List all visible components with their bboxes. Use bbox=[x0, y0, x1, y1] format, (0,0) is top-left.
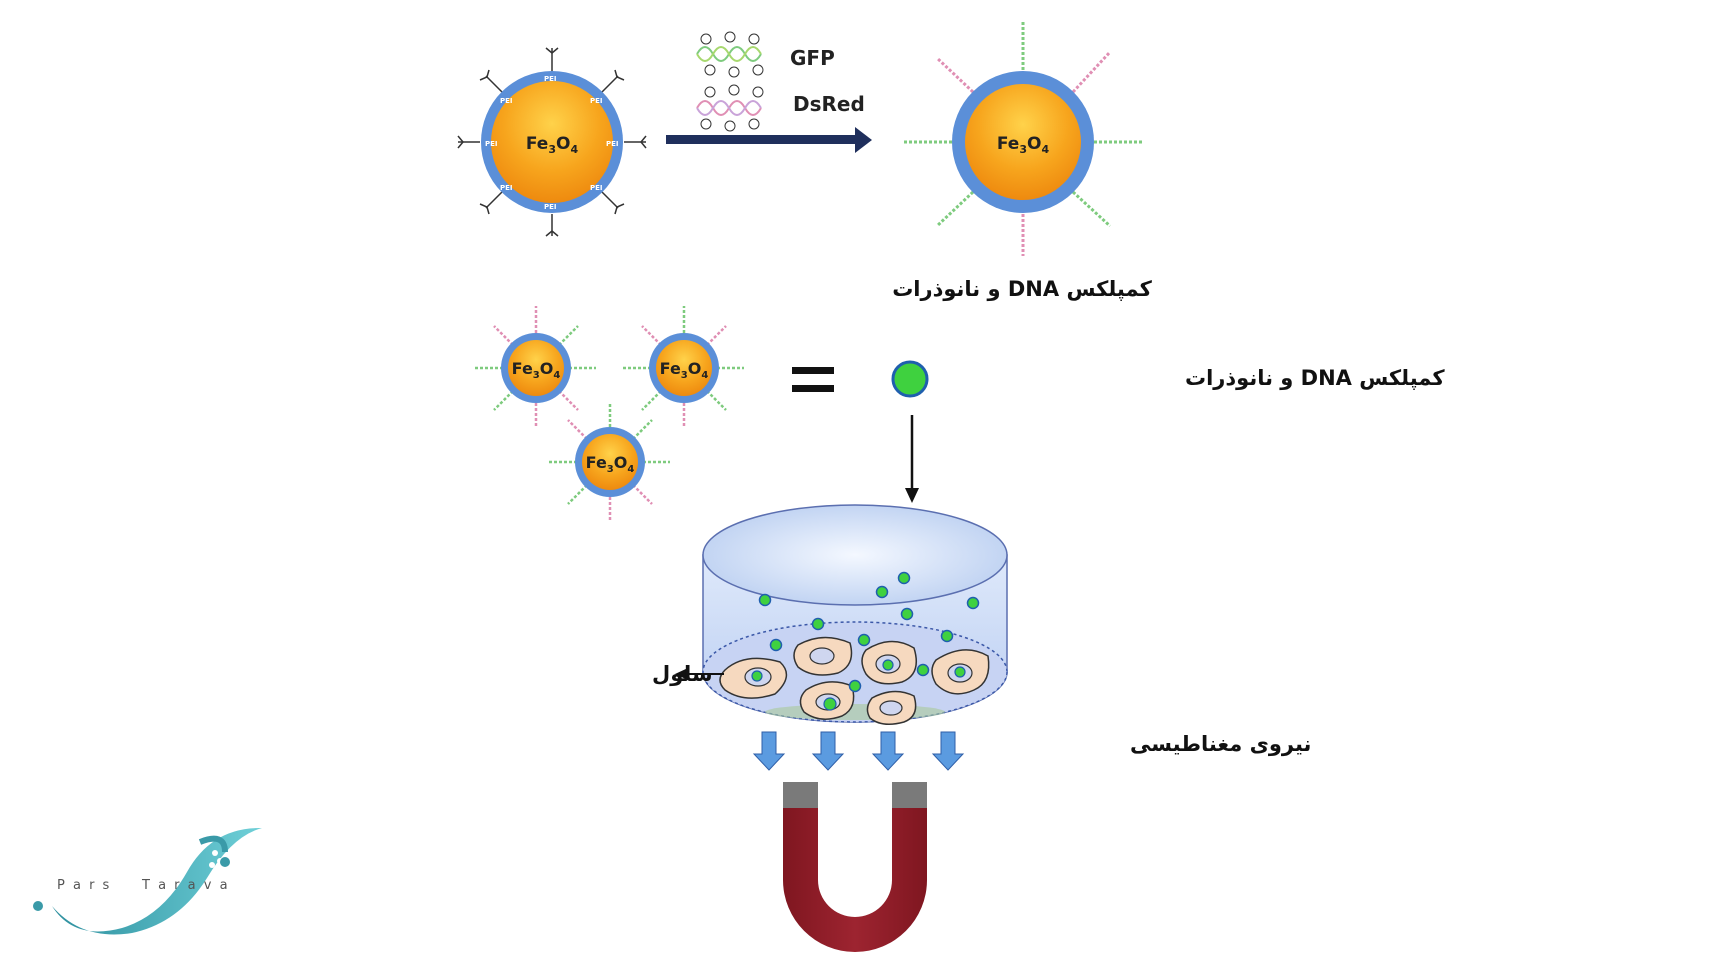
magnet-pole-left bbox=[783, 782, 818, 808]
cell bbox=[931, 649, 990, 695]
equals-sign bbox=[792, 367, 834, 392]
logo-word-pars: P a r s bbox=[57, 878, 111, 893]
svg-text:PEI: PEI bbox=[500, 97, 513, 105]
gfp-label: GFP bbox=[790, 46, 835, 70]
dsred-dna: DsRed bbox=[696, 84, 865, 132]
reaction-arrow bbox=[666, 127, 872, 153]
cell bbox=[799, 681, 855, 720]
magnetic-force-label: نیروی مغناطیسی bbox=[1130, 732, 1311, 756]
culture-dish bbox=[702, 504, 1008, 725]
complex-top-label: کمپلکس DNA و نانوذرات bbox=[892, 277, 1152, 301]
down-arrow bbox=[905, 415, 919, 503]
svg-text:Fe3O4: Fe3O4 bbox=[512, 359, 561, 381]
iron-oxide-core bbox=[491, 81, 613, 203]
complex-legend-dot bbox=[891, 360, 929, 398]
svg-text:Fe3O4: Fe3O4 bbox=[660, 359, 709, 381]
cells bbox=[719, 636, 990, 725]
cell bbox=[866, 690, 917, 725]
svg-text:PEI: PEI bbox=[500, 184, 513, 192]
svg-text:PEI: PEI bbox=[544, 75, 557, 83]
pei-nanoparticle: PEI PEI PEI PEI PEI PEI PEI PEI Fe3O4 bbox=[457, 47, 647, 237]
svg-text:PEI: PEI bbox=[606, 140, 619, 148]
complex-legend-label: کمپلکس DNA و نانوذرات bbox=[1185, 366, 1445, 390]
logo-word-tarava: T a r a v a bbox=[141, 878, 230, 893]
cell-label: سلول bbox=[652, 662, 713, 686]
svg-text:Fe3O4: Fe3O4 bbox=[997, 134, 1050, 156]
cell bbox=[861, 640, 917, 685]
cell bbox=[719, 657, 788, 699]
dsred-label: DsRed bbox=[793, 92, 865, 116]
pei-labels: PEI PEI PEI PEI PEI PEI PEI PEI bbox=[485, 75, 619, 211]
gfp-dna: GFP bbox=[696, 31, 835, 78]
dna-complex-nanoparticle: Fe3O4 bbox=[903, 22, 1142, 256]
antibody-ligands bbox=[457, 47, 647, 237]
svg-text:PEI: PEI bbox=[590, 97, 603, 105]
complex-small-3: Fe3O4 bbox=[548, 402, 670, 520]
cell-pointer bbox=[675, 668, 724, 680]
horseshoe-magnet bbox=[783, 782, 927, 952]
fe3o4-label: Fe3O4 bbox=[526, 134, 579, 156]
svg-text:PEI: PEI bbox=[485, 140, 498, 148]
floating-complexes bbox=[758, 571, 980, 693]
svg-text:Fe3O4: Fe3O4 bbox=[586, 453, 635, 475]
magnetic-force-arrows bbox=[752, 731, 965, 771]
complex-small-1: Fe3O4 bbox=[474, 306, 596, 426]
magnet-pole-right bbox=[892, 782, 927, 808]
cell bbox=[793, 636, 853, 676]
complex-small-2: Fe3O4 bbox=[622, 306, 744, 426]
svg-text:PEI: PEI bbox=[590, 184, 603, 192]
pars-tarava-logo: P a r s T a r a v a bbox=[33, 827, 262, 935]
complex-group: Fe3O4 Fe3O4 bbox=[474, 306, 744, 520]
svg-text:PEI: PEI bbox=[544, 203, 557, 211]
